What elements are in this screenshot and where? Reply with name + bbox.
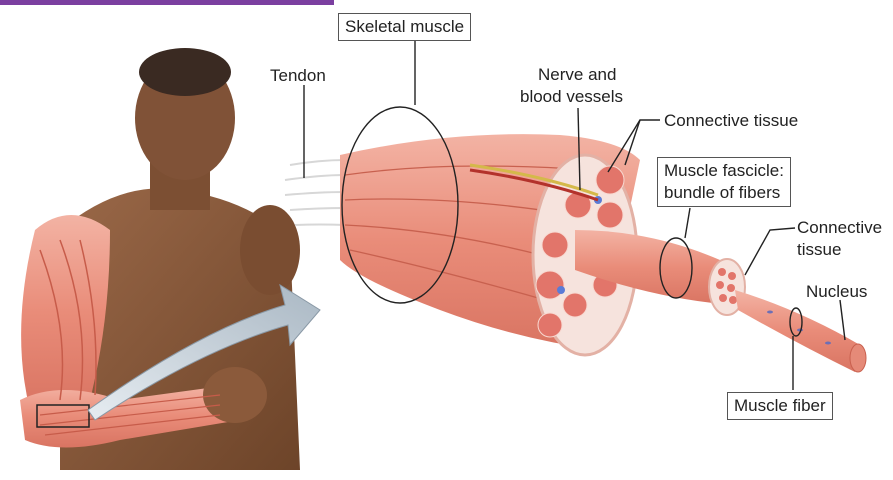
tendon-fibers <box>285 160 345 225</box>
human-figure <box>20 48 300 470</box>
connective-tissue-label-line1: Connective <box>797 218 882 238</box>
fascicle-label-line1: Muscle fascicle: <box>664 160 784 182</box>
muscle-fascicle-label: Muscle fascicle: bundle of fibers <box>657 157 791 207</box>
muscle-fiber-label: Muscle fiber <box>727 392 833 420</box>
nucleus-label: Nucleus <box>806 282 867 302</box>
tendon-label: Tendon <box>270 66 326 86</box>
fist <box>203 367 267 423</box>
muscle-fiber-strand <box>735 290 860 372</box>
nerve-label-line2: blood vessels <box>520 87 623 107</box>
connective-tissue-label-line2: tissue <box>797 240 841 260</box>
connective-tissue-top-label: Connective tissue <box>664 111 798 131</box>
nerve-label-line1: Nerve and <box>538 65 616 85</box>
fascicle-label-line2: bundle of fibers <box>664 182 784 204</box>
skeletal-muscle-label: Skeletal muscle <box>338 13 471 41</box>
